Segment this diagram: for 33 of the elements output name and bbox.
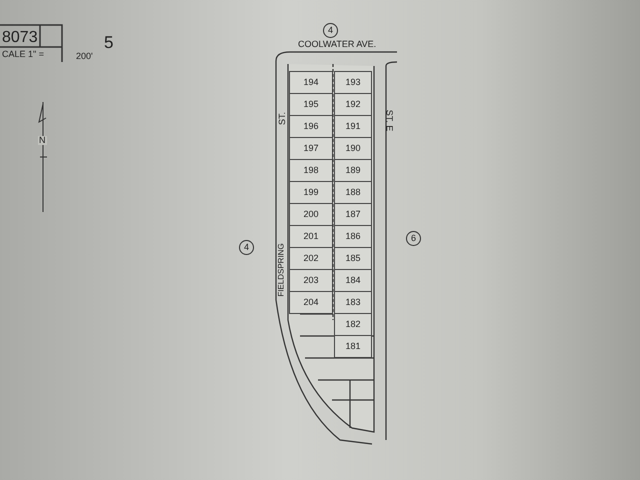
parcel-lot: 191 <box>334 115 372 138</box>
street-name: ST. <box>278 112 287 125</box>
scale-text: 5 <box>104 34 114 51</box>
parcel-lot: 183 <box>334 291 372 314</box>
parcel-lot: 196 <box>289 115 333 138</box>
parcel-lot: 193 <box>334 71 372 94</box>
parcel-lot: 204 <box>289 291 333 314</box>
north-label: N <box>38 136 46 145</box>
parcel-lot: 200 <box>289 203 333 226</box>
street-name: COOLWATER AVE. <box>298 40 376 49</box>
parcel-lot: 192 <box>334 93 372 116</box>
scale-text: 200' <box>76 52 93 61</box>
parcel-lot: 203 <box>289 269 333 292</box>
parcel-lot: 201 <box>289 225 333 248</box>
parcel-lot: 181 <box>334 335 372 358</box>
parcel-lot: 189 <box>334 159 372 182</box>
parcel-lot: 199 <box>289 181 333 204</box>
parcel-lot: 188 <box>334 181 372 204</box>
parcel-lot: 187 <box>334 203 372 226</box>
street-name: FIELDSPRING <box>278 243 286 297</box>
parcel-lot: 185 <box>334 247 372 270</box>
street-name: ST. E <box>384 110 394 132</box>
parcel-lot: 202 <box>289 247 333 270</box>
scale-text: CALE 1" = <box>2 50 44 59</box>
scale-text: 8073 <box>2 30 38 46</box>
parcel-lot: 197 <box>289 137 333 160</box>
parcel-lot: 194 <box>289 71 333 94</box>
parcel-lot: 190 <box>334 137 372 160</box>
parcel-lot: 182 <box>334 313 372 336</box>
parcel-lot: 184 <box>334 269 372 292</box>
parcel-lot: 186 <box>334 225 372 248</box>
parcel-lot: 195 <box>289 93 333 116</box>
parcel-lot: 198 <box>289 159 333 182</box>
